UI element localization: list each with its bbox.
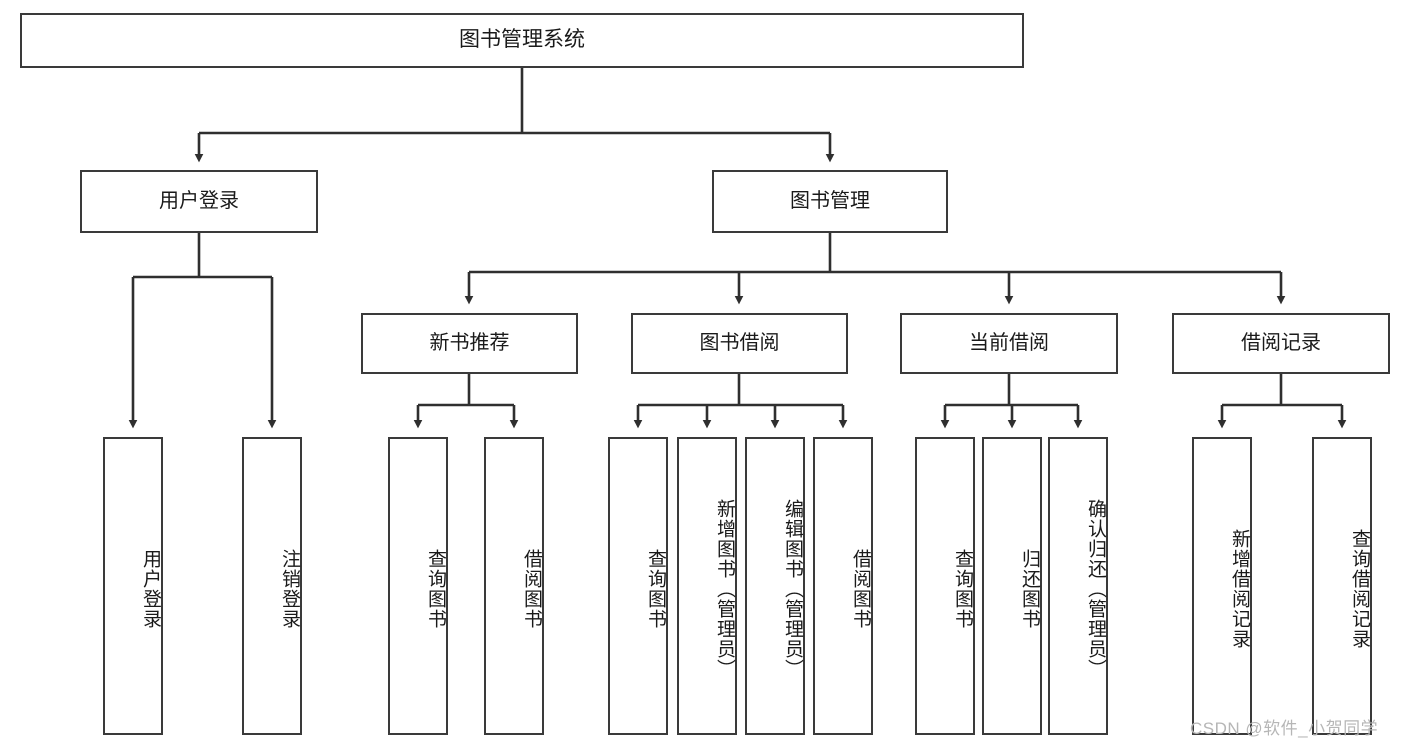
- node-leaf-edit-book-admin[interactable]: 编辑图书（管理员）: [745, 437, 805, 735]
- node-label: 编辑图书（管理员）: [782, 499, 803, 679]
- node-label: 借阅图书: [850, 549, 871, 629]
- node-leaf-borrow-book-newbook[interactable]: 借阅图书: [484, 437, 544, 735]
- node-leaf-add-borrow-record[interactable]: 新增借阅记录: [1192, 437, 1252, 735]
- node-label: 注销登录: [279, 549, 300, 629]
- node-label: 查询图书: [645, 549, 666, 629]
- node-book-borrow[interactable]: 图书借阅: [631, 313, 848, 374]
- node-leaf-borrow-book[interactable]: 借阅图书: [813, 437, 873, 735]
- node-borrow-record[interactable]: 借阅记录: [1172, 313, 1390, 374]
- node-label: 归还图书: [1019, 549, 1040, 629]
- node-label: 新书推荐: [429, 331, 510, 354]
- node-new-book-recommend[interactable]: 新书推荐: [361, 313, 578, 374]
- node-label: 当前借阅: [969, 331, 1049, 354]
- node-leaf-query-book-newbook[interactable]: 查询图书: [388, 437, 448, 735]
- csdn-watermark: CSDN @软件_小贺同学: [1190, 719, 1379, 738]
- node-leaf-query-book-borrow[interactable]: 查询图书: [608, 437, 668, 735]
- node-label: 确认归还（管理员）: [1085, 499, 1106, 679]
- node-label: 借阅记录: [1241, 331, 1321, 354]
- node-label: 用户登录: [140, 549, 161, 629]
- node-leaf-return-book[interactable]: 归还图书: [982, 437, 1042, 735]
- node-label: 新增图书（管理员）: [714, 499, 735, 679]
- node-label: 借阅图书: [521, 549, 542, 629]
- node-leaf-user-login[interactable]: 用户登录: [103, 437, 163, 735]
- node-label: 查询图书: [952, 549, 973, 629]
- node-leaf-confirm-return-admin[interactable]: 确认归还（管理员）: [1048, 437, 1108, 735]
- node-current-borrow[interactable]: 当前借阅: [900, 313, 1118, 374]
- node-label: 用户登录: [159, 189, 239, 212]
- node-leaf-add-book-admin[interactable]: 新增图书（管理员）: [677, 437, 737, 735]
- node-user-login[interactable]: 用户登录: [80, 170, 318, 233]
- node-label: 新增借阅记录: [1229, 529, 1250, 649]
- node-label: 图书管理: [790, 189, 870, 212]
- node-leaf-logout[interactable]: 注销登录: [242, 437, 302, 735]
- node-label: 图书管理系统: [459, 28, 585, 52]
- node-book-management-system[interactable]: 图书管理系统: [20, 13, 1024, 68]
- node-leaf-query-borrow-record[interactable]: 查询借阅记录: [1312, 437, 1372, 735]
- node-label: 查询图书: [425, 549, 446, 629]
- node-book-management[interactable]: 图书管理: [712, 170, 948, 233]
- node-label: 查询借阅记录: [1349, 529, 1370, 649]
- node-leaf-query-book-current[interactable]: 查询图书: [915, 437, 975, 735]
- node-label: 图书借阅: [699, 331, 780, 354]
